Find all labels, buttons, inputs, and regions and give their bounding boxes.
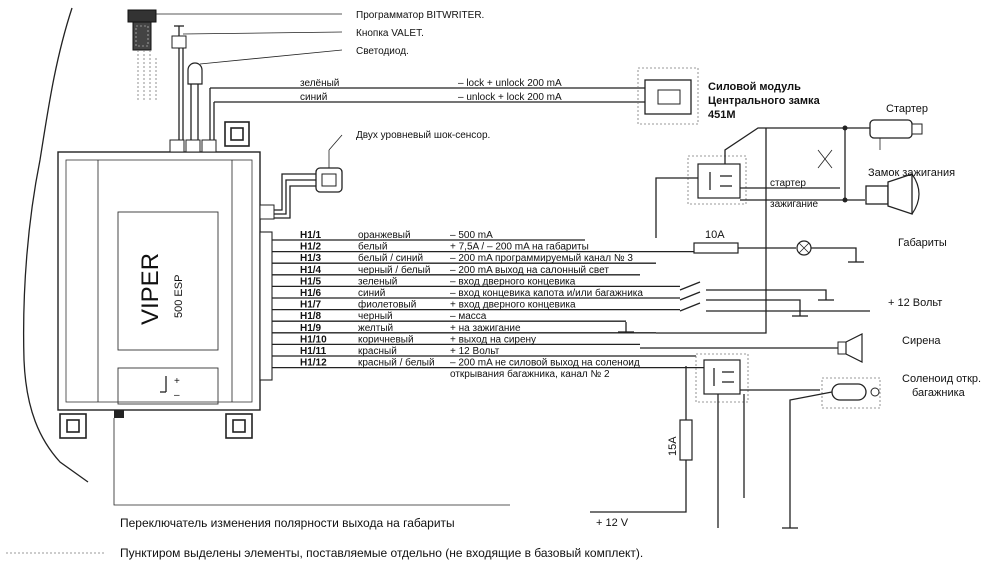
label-plus12-bottom: + 12 V: [596, 517, 629, 529]
fuse-15a: [679, 419, 693, 461]
pin-label: H1/10: [300, 334, 327, 345]
label-programmer: Программатор BITWRITER.: [356, 10, 484, 21]
parking-lamp: [796, 240, 812, 256]
unit-model: 500 ESP: [173, 275, 185, 318]
pin-wire-color: черный / белый: [358, 264, 430, 276]
pin-wire-color: белый / синий: [358, 252, 423, 264]
pin-function: – масса: [450, 311, 487, 322]
switch-plus: +: [174, 376, 180, 387]
pin-label: H1/8: [300, 311, 322, 322]
pin-function: + 12 Вольт: [450, 346, 500, 357]
label-starter: Стартер: [886, 103, 928, 115]
programmer-device: [127, 9, 157, 100]
label-led: Светодиод.: [356, 46, 409, 57]
lock-wire-2-spec: – unlock + lock 200 mA: [458, 92, 562, 103]
lock-wire-2-color: синий: [300, 92, 327, 103]
pin12-continuation: открывания багажника, канал № 2: [450, 368, 610, 380]
label-valet: Кнопка VALET.: [356, 28, 424, 39]
pin-wire-color: черный: [358, 311, 393, 322]
pin-wire-color: коричневый: [358, 334, 414, 345]
siren: [837, 333, 863, 363]
pin-label: H1/12: [300, 358, 327, 369]
label-shock-sensor: Двух уровневый шок-сенсор.: [356, 130, 490, 141]
pin-wire-color: белый: [358, 241, 387, 253]
label-plus12-right: + 12 Вольт: [888, 297, 942, 309]
pin-wire-color: фиолетовый: [358, 299, 416, 311]
pin-wire-color: красный / белый: [358, 357, 435, 369]
pin-label: H1/11: [300, 346, 327, 357]
pin-label: H1/5: [300, 276, 322, 287]
pin-label: H1/7: [300, 300, 322, 311]
pin-function: + на зажигание: [450, 323, 521, 334]
label-trunk-solenoid-2: багажника: [912, 387, 966, 399]
pin-wire-color: оранжевый: [358, 230, 411, 241]
footer-dashed-note: Пунктиром выделены элементы, поставляемы…: [120, 546, 643, 560]
pin-label: H1/4: [300, 265, 322, 276]
label-ignition-wire: зажигание: [770, 199, 819, 210]
pin-label: H1/6: [300, 288, 322, 299]
pin-function: + 7,5A / – 200 mA на габариты: [450, 241, 589, 253]
label-starter-wire: стартер: [770, 178, 806, 189]
pin-function: – вход дверного концевика: [450, 276, 576, 287]
led-indicator: [187, 62, 203, 140]
label-trunk-solenoid-1: Соленоид откр.: [902, 373, 981, 385]
pin-harness: H1/1 оранжевый – 500 mA H1/2 белый + 7,5A / –…: [272, 230, 704, 380]
switch-minus: –: [174, 390, 180, 401]
pin-function: – 500 mA: [450, 230, 493, 241]
pin-function: – вход концевика капота и/или багажника: [450, 287, 643, 299]
fuse-10a-label: 10А: [705, 229, 725, 241]
pin-label: H1/2: [300, 242, 322, 253]
starter-motor: [869, 119, 923, 150]
shock-sensor: [274, 134, 343, 219]
valet-button: [171, 25, 187, 140]
pin-function: – 200 mA не силовой выход на соленоид: [450, 358, 640, 369]
starter-relay: [687, 155, 747, 205]
footer-polarity: Переключатель изменения полярности выход…: [120, 516, 455, 530]
fuse-15a-label: 15А: [667, 436, 679, 456]
pin-wire-color: синий: [358, 288, 385, 299]
pin-label: H1/3: [300, 253, 322, 264]
ignition-lock: [865, 173, 920, 215]
fuse-10a: [693, 242, 739, 254]
pin-function: + вход дверного концевика: [450, 300, 576, 311]
trunk-relay: [695, 353, 749, 403]
lock-wire-1-spec: – lock + unlock 200 mA: [458, 78, 562, 89]
label-siren: Сирена: [902, 335, 941, 347]
lock-module-line3: 451М: [708, 109, 736, 121]
lock-wire-1-color: зелёный: [300, 78, 339, 89]
pin-wire-color: желтый: [358, 323, 393, 334]
label-parking-lights: Габариты: [898, 237, 947, 249]
pin-function: + выход на сирену: [450, 334, 536, 345]
trunk-solenoid: [821, 377, 881, 409]
label-ignition-lock: Замок зажигания: [868, 167, 955, 179]
pin-function: – 200 mA выход на салонный свет: [450, 265, 609, 276]
pin-wire-color: зеленый: [358, 276, 397, 287]
lock-module-line2: Центрального замка: [708, 95, 821, 107]
unit-brand: VIPER: [137, 253, 164, 325]
pin-wire-color: красный: [358, 346, 397, 357]
pin-function: – 200 mA программируемый канал № 3: [450, 253, 633, 264]
lock-module: [637, 67, 699, 125]
car-outline: [22, 7, 89, 483]
pin-label: H1/9: [300, 323, 322, 334]
lock-module-line1: Силовой модуль: [708, 81, 801, 93]
viper-unit: VIPER 500 ESP + –: [57, 139, 275, 418]
pin-label: H1/1: [300, 230, 322, 241]
mount-brackets: [59, 121, 253, 439]
